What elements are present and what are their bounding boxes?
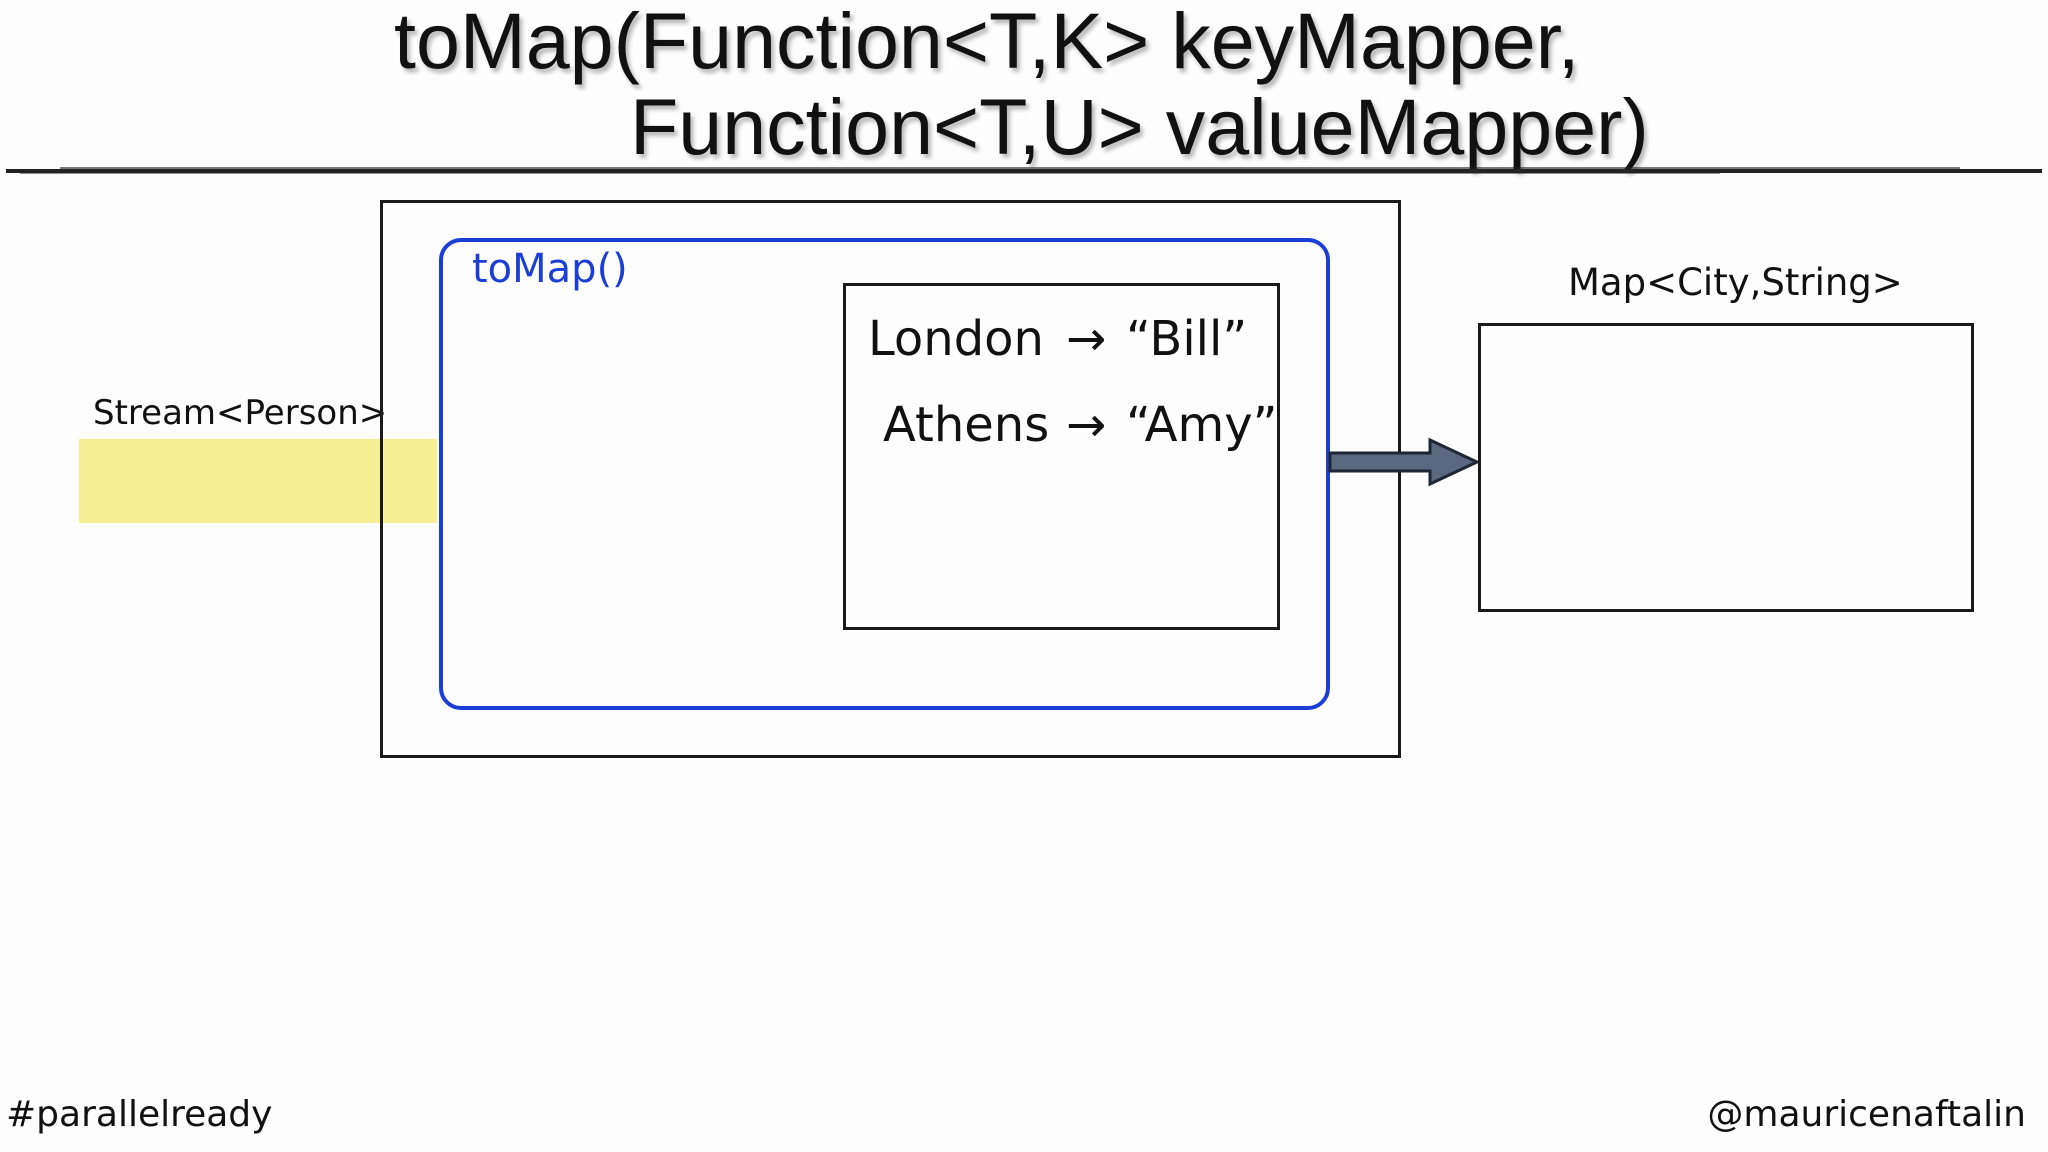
map-entry-key: Athens [883,397,1050,453]
map-entry-key: London [868,311,1044,367]
right-arrow-icon: → [1066,311,1107,367]
output-arrow-icon [1328,437,1481,487]
result-box [1478,323,1974,612]
footer-hashtag: #parallelready [6,1094,273,1135]
collector-box [439,238,1330,710]
container-box [843,283,1280,630]
title-line-2: Function<T,U> valueMapper) [630,82,1649,171]
map-entry-value: “Bill” [1126,311,1248,367]
footer-handle: @mauricenaftalin [1707,1094,2026,1135]
stream-label: Stream<Person> [93,393,388,433]
result-label: Map<City,String> [1568,261,1903,304]
stream-band [79,439,437,523]
outer-box [380,200,1401,758]
map-entry-value: “Amy” [1126,397,1278,453]
title-line-1: toMap(Function<T,K> keyMapper, [394,0,1580,85]
right-arrow-icon: → [1066,397,1107,453]
collector-label: toMap() [472,246,628,292]
